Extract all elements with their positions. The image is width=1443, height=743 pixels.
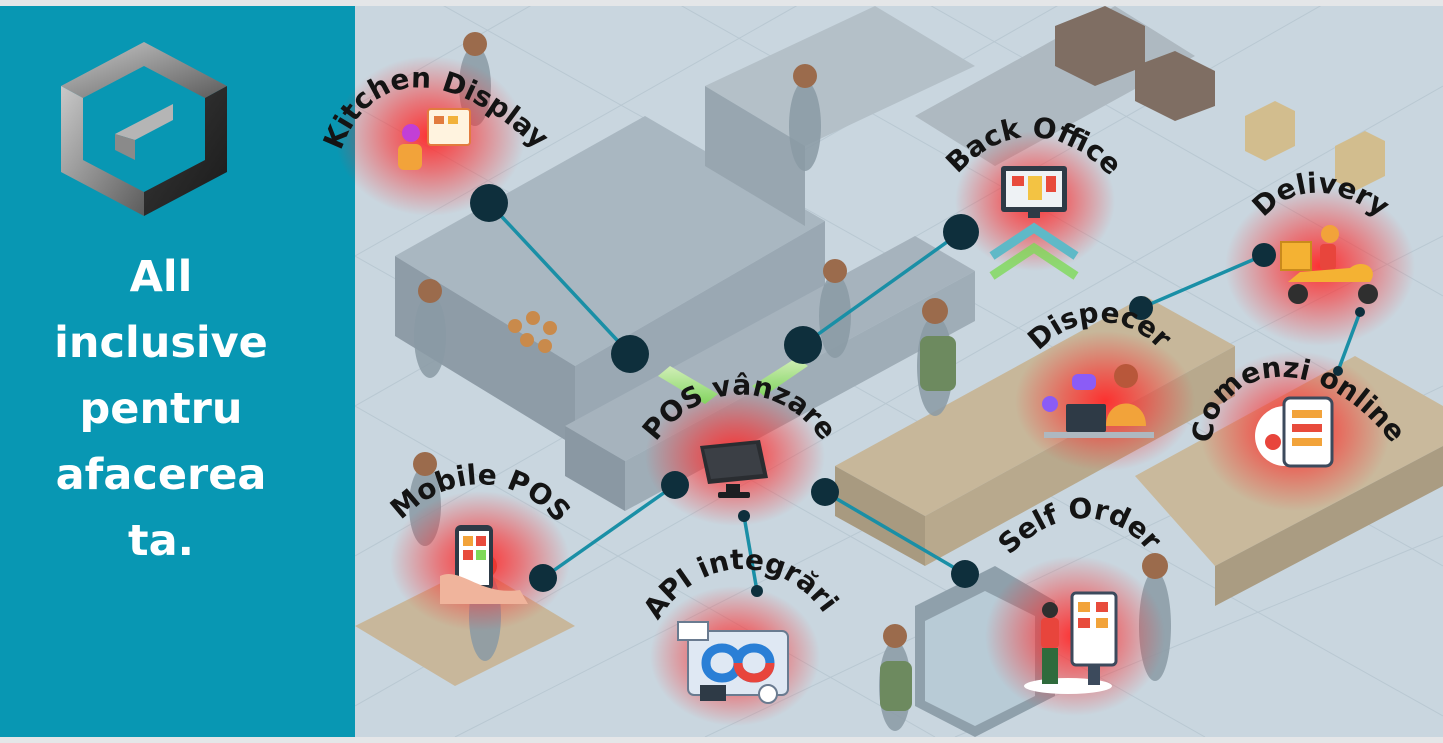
- modules-diagram: Kitchen Display Back Office Delivery: [317, 56, 1415, 726]
- headline-line: afacerea: [55, 450, 267, 500]
- kiosk-icon: [1024, 591, 1118, 694]
- brand-logo-icon: [61, 42, 227, 216]
- online-order-icon: [1255, 396, 1334, 468]
- glow-layer: [335, 56, 1415, 726]
- headline-line: pentru: [79, 384, 243, 434]
- sidebar: All inclusive pentru afacerea ta.: [0, 6, 355, 737]
- dispatcher-icon: [1042, 364, 1154, 438]
- scooter-icon: [1280, 225, 1378, 304]
- connector-nodes: [470, 184, 1365, 597]
- headline-line: ta.: [128, 516, 194, 566]
- green-chevrons: [658, 222, 1079, 404]
- monitor-icon: [1001, 166, 1067, 218]
- infinity-icon: [677, 621, 789, 704]
- pos-terminal-icon: [700, 440, 768, 498]
- headline-line: All: [129, 252, 193, 302]
- kitchen-display-icon: [398, 108, 471, 170]
- headline: All inclusive pentru afacerea ta.: [0, 244, 322, 574]
- headline-line: inclusive: [54, 318, 268, 368]
- smartphone-icon: [440, 525, 528, 604]
- connectors: [487, 201, 1362, 592]
- module-label: Self Order: [992, 492, 1169, 561]
